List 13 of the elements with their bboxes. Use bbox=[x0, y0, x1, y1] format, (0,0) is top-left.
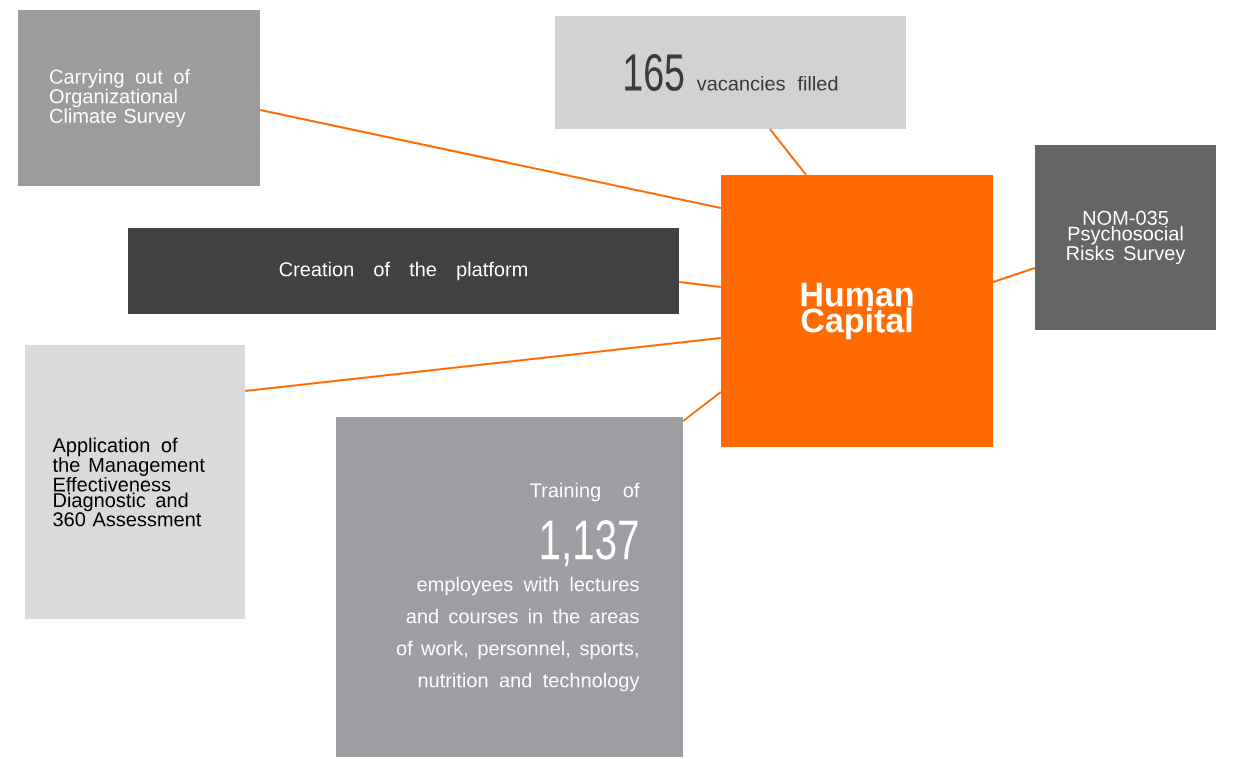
connector-line bbox=[769, 128, 807, 176]
connector-line bbox=[992, 267, 1036, 283]
connector-line bbox=[678, 281, 722, 288]
connector-line bbox=[682, 391, 722, 422]
hub-box: Human Capital bbox=[721, 175, 993, 447]
stat-box: 165 vacancies filled bbox=[555, 16, 906, 129]
topic-box: Carrying out of Organizational Climate Survey bbox=[18, 10, 260, 186]
topic-box: Creation of the platform bbox=[128, 228, 679, 314]
stat-box: Training of 1,137 employees with lectures and courses in the areas of work, personnel, sports, nutrition and technology bbox=[336, 417, 683, 757]
topic-box: NOM-035 Psychosocial Risks Survey bbox=[1035, 145, 1216, 330]
connector-line bbox=[244, 337, 722, 392]
connector-line bbox=[259, 109, 722, 209]
topic-box: Application of the Management Effectiveness Diagnostic and 360 Assessment bbox=[25, 345, 245, 619]
